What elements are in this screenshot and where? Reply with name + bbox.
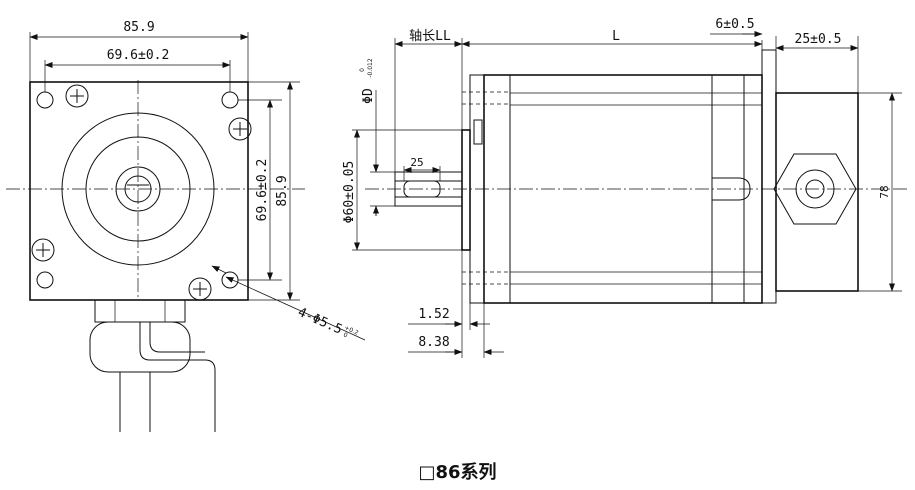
- shaft-key: [403, 180, 441, 198]
- rear-hex-nut: [773, 153, 857, 225]
- label-holes: 4-Φ5.5: [295, 305, 344, 338]
- dim-gap: 6±0.5: [715, 17, 754, 32]
- dim-flange-thickness: 1.52: [418, 307, 449, 322]
- series-caption: □86系列: [418, 462, 497, 483]
- dim-flange-offset: 8.38: [418, 335, 449, 350]
- dim-body-length: L: [612, 29, 620, 44]
- shaft-circle: [124, 175, 152, 203]
- dim-shaft-length: 轴长LL: [409, 29, 451, 44]
- side-flange: [461, 129, 471, 251]
- dim-hole-spacing-h: 69.6±0.2: [107, 48, 170, 63]
- svg-text:0: 0: [359, 68, 366, 72]
- rear-cover: [775, 92, 859, 292]
- boss-circle: [61, 112, 215, 266]
- dim-height: 85.9: [275, 175, 290, 206]
- dim-width: 85.9: [123, 20, 154, 35]
- cable-gland: [89, 299, 216, 432]
- dim-key-length: 25: [410, 156, 423, 169]
- side-view: 轴长LL L 6±0.5 25±0.5 78 ΦD 0 -0.012 Φ60±0…: [342, 17, 908, 358]
- front-view: 85.9 69.6±0.2 69.6±0.2 85.9 4-Φ5.5 +0.2 …: [6, 20, 366, 432]
- dim-pilot-diameter: Φ60±0.05: [342, 161, 357, 224]
- gap-plate: [761, 49, 777, 304]
- inner-circle: [115, 166, 161, 212]
- svg-text:-0.012: -0.012: [367, 58, 374, 78]
- mounting-holes: [36, 91, 239, 289]
- dim-shaft-diameter: ΦD: [361, 88, 376, 104]
- dim-hole-spacing-v: 69.6±0.2: [255, 159, 270, 222]
- pilot-circle: [85, 136, 191, 242]
- dim-rear-height: 78: [878, 185, 891, 198]
- screw-icon: [31, 84, 252, 301]
- svg-text:0: 0: [342, 331, 349, 339]
- dim-rear-length: 25±0.5: [795, 32, 842, 47]
